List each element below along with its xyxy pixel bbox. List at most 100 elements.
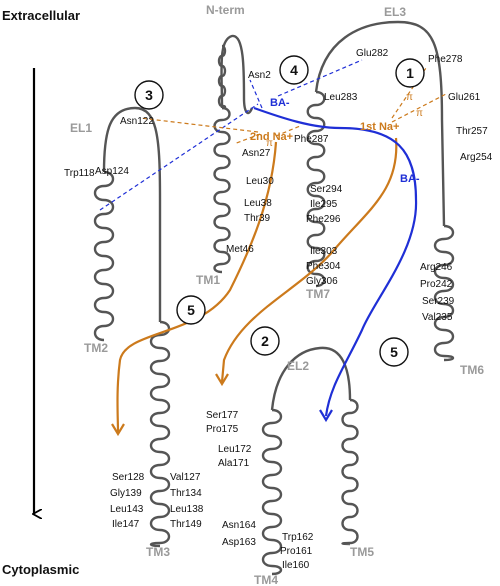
residue-val235: Val235 [422,312,453,323]
residue-arg254: Arg254 [460,152,493,163]
tm1-helix [213,106,231,274]
na2-asn122-dash [139,117,259,133]
residue-gly306: Gly306 [306,276,338,287]
tm4-label: TM4 [254,573,278,586]
step-1-marker: 1 [395,58,425,88]
residue-glu282: Glu282 [356,48,389,59]
step-4-marker: 4 [279,55,309,85]
residue-leu283: Leu283 [324,92,358,103]
step-5a-marker: 5 [176,295,206,325]
svg-text:5: 5 [187,302,195,318]
residue-met46: Met46 [226,244,254,255]
residue-thr39: Thr39 [244,213,271,224]
nterm-loop [220,34,254,115]
na2-label: 2nd Na+ [250,131,293,143]
residue-val127: Val127 [170,472,201,483]
ba-asp124-dash [99,103,259,211]
ba-label-2: BA- [400,173,420,185]
extracellular-label: Extracellular [2,8,80,23]
residue-thr257: Thr257 [456,126,488,137]
interaction-lines [99,59,447,211]
tm2-helix [93,170,115,342]
residue-asn27: Asn27 [242,148,271,159]
tm5-helix [341,398,359,546]
residue-trp118: Trp118 [64,168,95,179]
pi-label-2: π [416,108,423,119]
nterm-helix [217,44,227,110]
ba-pathway [253,106,418,417]
residue-asp124: Asp124 [95,166,129,177]
residue-ser294: Ser294 [310,184,343,195]
tm3-label: TM3 [146,545,170,559]
residue-ser239: Ser239 [422,296,455,307]
svg-text:4: 4 [290,62,298,78]
residue-leu172: Leu172 [218,444,252,455]
tm6-helix [433,224,455,362]
tm6-label: TM6 [460,363,484,377]
step-5b-marker: 5 [379,337,409,367]
segment-labels: N-term EL3 EL1 TM1 TM7 TM2 EL2 TM6 TM3 T… [70,3,484,586]
el2-label: EL2 [287,359,309,373]
na2-arrowhead [111,423,125,437]
residue-ser177: Ser177 [206,410,239,421]
na1-glu261-dash [391,93,447,123]
residue-ile303: Ile303 [310,246,338,257]
el3-loop [314,20,446,227]
residue-pro161: Pro161 [280,546,313,557]
residue-ala171: Ala171 [218,458,250,469]
nterm-label: N-term [206,3,245,17]
svg-text:1: 1 [406,65,414,81]
residue-ile160: Ile160 [282,560,310,571]
residue-leu143: Leu143 [110,504,144,515]
ba-arrowhead [319,409,333,423]
svg-text:2: 2 [261,333,269,349]
residue-arg246: Arg246 [420,262,453,273]
residue-leu38: Leu38 [244,198,272,209]
residue-asp163: Asp163 [222,537,256,548]
residue-phe296: Phe296 [306,214,341,225]
residue-pro242: Pro242 [420,279,453,290]
residue-glu261: Glu261 [448,92,481,103]
residue-labels: Glu282 Phe278 Glu261 Asn2 Leu283 Thr257 … [64,48,493,571]
cytoplasmic-label: Cytoplasmic [2,562,79,577]
residue-leu30: Leu30 [246,176,274,187]
residue-phe287: Phe287 [294,134,329,145]
residue-ile295: Ile295 [310,199,338,210]
pi-label-3: π [266,138,273,149]
residue-ile147: Ile147 [112,519,140,530]
el3-label: EL3 [384,5,406,19]
el2-loop [270,346,352,411]
tm3-helix [149,320,171,548]
tm7-helix [306,90,326,288]
tm4-helix [261,408,283,576]
na1-pathway [220,137,398,383]
tm5-label: TM5 [350,545,374,559]
tm7-label: TM7 [306,287,330,301]
tm2-label: TM2 [84,341,108,355]
helix-group [93,20,455,576]
svg-text:5: 5 [390,344,398,360]
step-3-marker: 3 [134,80,164,110]
residue-asn122: Asn122 [120,116,154,127]
residue-pro175: Pro175 [206,424,239,435]
residue-asn2: Asn2 [248,70,271,81]
residue-thr149: Thr149 [170,519,202,530]
svg-text:3: 3 [145,87,153,103]
ba-asn2-dash [249,79,263,109]
na2-phe287-dash [275,125,301,137]
residue-phe278: Phe278 [428,54,463,65]
el1-loop [102,106,162,322]
residue-gly139: Gly139 [110,488,142,499]
residue-leu138: Leu138 [170,504,204,515]
ba-label-1: BA- [270,97,290,109]
pi-label-1: π [406,92,413,103]
residue-phe304: Phe304 [306,261,341,272]
tm1-label: TM1 [196,273,220,287]
na1-arrowhead [215,373,229,387]
na1-label: 1st Na+ [360,121,399,133]
na2-asn27-dash [233,133,261,145]
residue-trp162: Trp162 [282,532,314,543]
residue-asn164: Asn164 [222,520,256,531]
